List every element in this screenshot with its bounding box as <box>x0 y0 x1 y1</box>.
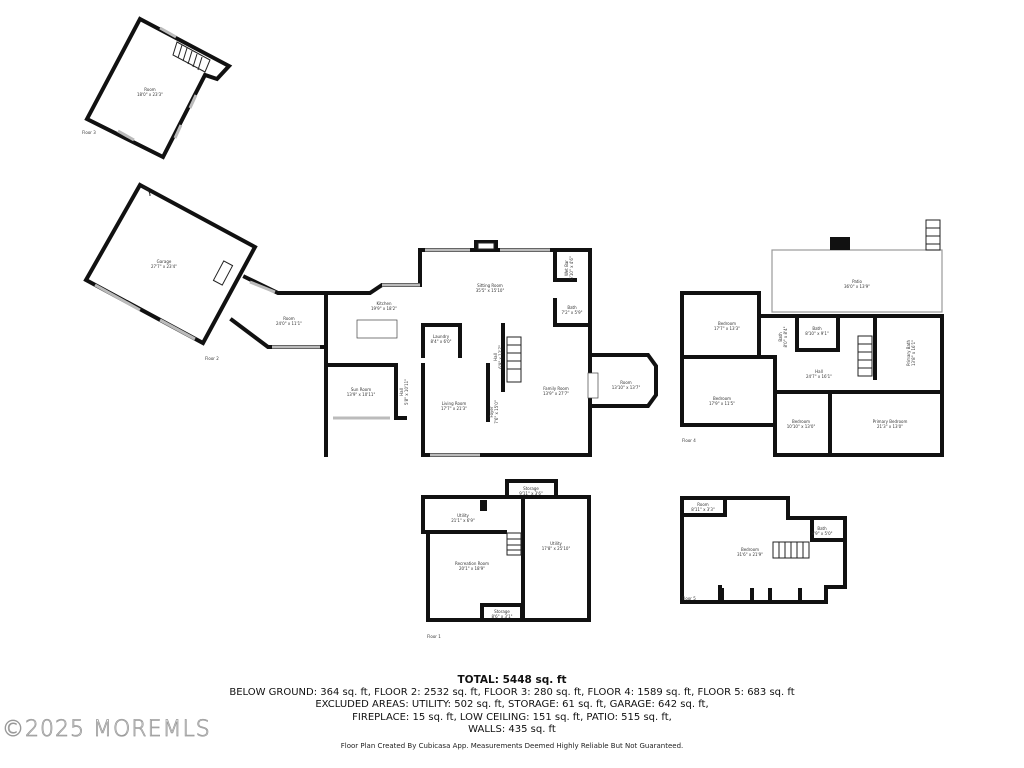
room-label: Hall <box>493 353 498 361</box>
excluded-areas: EXCLUDED AREAS: UTILITY: 502 sq. ft, STO… <box>315 699 709 710</box>
room-label: Bath <box>812 326 822 331</box>
room-dims: 13'10" x 13'7" <box>612 385 641 390</box>
room-label: Recreation Room <box>455 561 489 566</box>
room-label: Hall <box>815 369 823 374</box>
room-label: Bath <box>817 526 827 531</box>
room-dims: 9'9" x 5'0" <box>812 531 833 536</box>
room-dims: 6'10" x 4'6" <box>569 256 574 280</box>
room-label: Foyer <box>489 406 494 417</box>
total-area: TOTAL: 5448 sq. ft <box>457 674 567 686</box>
room-dims: 17'8" x 25'10" <box>542 546 571 551</box>
room-dims: 17'7" x 13'3" <box>714 326 740 331</box>
room-dims: 21'1" x 6'9" <box>451 518 475 523</box>
room-dims: 36'0" x 13'9" <box>844 284 870 289</box>
room-dims: 21'3" x 13'0" <box>877 424 903 429</box>
floor-label: Floor 1 <box>427 634 441 639</box>
floor-label: Floor 4 <box>682 438 696 443</box>
room-label: Patio <box>852 279 862 284</box>
room-label: Garage <box>157 259 172 264</box>
room-label: Bedroom <box>741 547 759 552</box>
room-dims: 8'0" x 8'4" <box>783 326 788 347</box>
room-dims: 27'7" x 23'4" <box>151 264 177 269</box>
watermark: ©2025 MOREMLS <box>2 717 211 743</box>
floor-3-plan: Room 18'0" x 23'3" Floor 3 <box>82 16 233 160</box>
floor-5-plan: Room 8'11" x 3'3" Bath 9'9" x 5'0" Bedro… <box>680 496 847 604</box>
room-label: Bedroom <box>718 321 736 326</box>
room-dims: 13'8" x 16'1" <box>911 340 916 366</box>
room-label: Living Room <box>442 401 467 406</box>
room-dims: 18'0" x 23'3" <box>137 92 163 97</box>
room-label: Laundry <box>433 334 450 339</box>
room-label: Room <box>620 380 631 385</box>
room-dims: 24'0" x 11'1" <box>276 321 302 326</box>
area-summary: TOTAL: 5448 sq. ft BELOW GROUND: 364 sq.… <box>0 674 1024 737</box>
floor-4-plan: Patio 36'0" x 13'9" Bedroom 17'7" x 13'3… <box>680 219 944 457</box>
room-label: Sun Room <box>351 387 371 392</box>
room-dims: 17'7" x 21'3" <box>441 406 467 411</box>
room-dims: 35'5" x 15'10" <box>476 288 505 293</box>
room-dims: 13'9" x 10'11" <box>347 392 376 397</box>
room-dims: 8'4" x 6'0" <box>431 339 452 344</box>
room-label: Kitchen <box>376 301 391 306</box>
room-dims: 8'10" x 9'1" <box>805 331 829 336</box>
room-label: Storage <box>523 486 539 491</box>
room-dims: 7'2" x 5'9" <box>562 310 583 315</box>
room-dims: 8'11" x 3'3" <box>691 507 715 512</box>
room-dims: 10'10" x 13'0" <box>787 424 816 429</box>
room-dims: 13'9" x 27'7" <box>543 391 569 396</box>
floor-label: Floor 5 <box>682 596 696 601</box>
floor-areas: BELOW GROUND: 364 sq. ft, FLOOR 2: 2532 … <box>229 686 795 698</box>
room-label: Primary Bedroom <box>873 419 908 424</box>
floor-2-plan: Garage 27'7" x 23'4" Room 24'0" x 11'1" … <box>83 182 658 457</box>
room-label: Primary Bath <box>906 340 911 366</box>
room-label: Bath <box>778 332 783 342</box>
room-label: Room <box>697 502 708 507</box>
room-dims: 24'7" x 16'1" <box>806 374 832 379</box>
room-label: Family Room <box>543 386 569 391</box>
room-label: Bedroom <box>792 419 810 424</box>
room-dims: 17'9" x 11'5" <box>709 401 735 406</box>
floor-label: Floor 2 <box>205 356 219 361</box>
room-dims: 6'9" x 12'7" <box>498 345 503 369</box>
walls-area: WALLS: 435 sq. ft <box>468 724 556 735</box>
room-dims: 9'11" x 3'6" <box>519 491 543 496</box>
room-label: Storage <box>494 609 510 614</box>
room-label: Wet Bar <box>564 260 569 276</box>
room-dims: 7'6" x 15'0" <box>494 400 499 424</box>
room-label: Utility <box>550 541 562 546</box>
room-dims: 20'1" x 18'9" <box>459 566 485 571</box>
room-dims: 19'9" x 18'2" <box>371 306 397 311</box>
room-label: Sitting Room <box>477 283 503 288</box>
room-dims: 5'8" x 10'11" <box>404 379 409 405</box>
room-label: Hall <box>399 388 404 396</box>
room-dims: 31'6" x 21'9" <box>737 552 763 557</box>
excluded-areas-cont: FIREPLACE: 15 sq. ft, LOW CEILING: 151 s… <box>352 711 672 723</box>
credit-line: Floor Plan Created By Cubicasa App. Meas… <box>340 742 684 750</box>
room-label: Room <box>283 316 294 321</box>
floor-1-plan: Storage 9'11" x 3'6" Utility 21'1" x 6'9… <box>421 479 591 639</box>
room-label: Bath <box>567 305 577 310</box>
floor-label: Floor 3 <box>82 130 96 135</box>
room-dims: 8'6" x 3'1" <box>492 614 513 619</box>
room-label: Bedroom <box>713 396 731 401</box>
room-label: Utility <box>457 513 469 518</box>
room-label: Room <box>144 87 155 92</box>
